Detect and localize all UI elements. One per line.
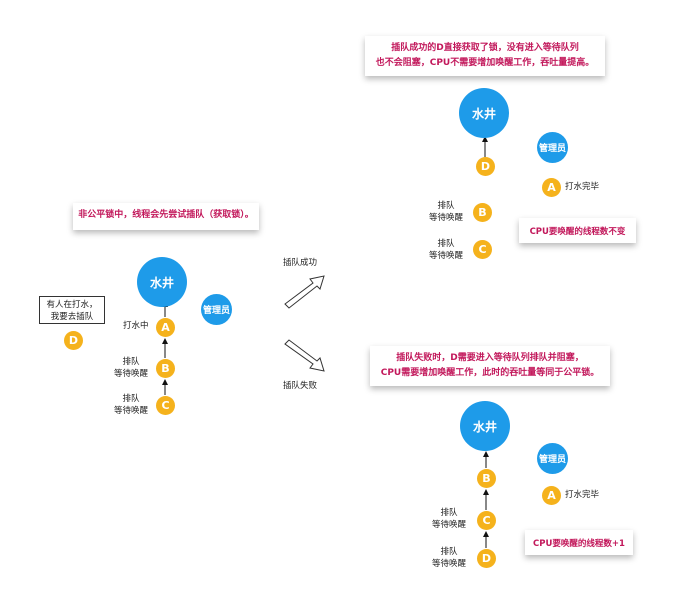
bottom-right-node-b-letter: B [482,472,491,485]
left-node-a-letter: A [161,321,170,334]
bottom-right-label-c-line2: 等待唤醒 [431,520,466,530]
left-manager-label: 管理员 [202,306,230,316]
bottom-right-node-c: C [477,511,496,530]
top-right-node-d-letter: D [480,160,491,173]
bottom-right-node-c-letter: C [482,514,491,527]
left-node-d-letter: D [68,334,79,347]
top-right-done-label: 打水完毕 [565,182,600,192]
bottom-right-well: 水井 [460,401,510,451]
bottom-right-note-line2: CPU需要增加唤醒工作，此时的吞吐量等同于公平锁。 [380,368,600,378]
bottom-right-status: CPU要唤醒的线程数+1 [525,530,633,555]
top-right-note-line1: 插队成功的D直接获取了锁，没有进入等待队列 [391,43,579,53]
top-right-label-b: 排队 等待唤醒 [426,200,466,224]
bottom-right-status-text: CPU要唤醒的线程数+1 [533,538,625,549]
top-right-node-a-letter: A [547,181,556,194]
top-right-label-c: 排队 等待唤醒 [426,238,466,262]
bottom-right-label-d-line1: 排队 [440,547,458,557]
success-hollow-arrow [284,275,325,309]
top-right-node-c: C [473,240,492,259]
left-label-b: 排队 等待唤醒 [111,356,151,380]
top-right-node-d: D [476,157,495,176]
bottom-right-label-d: 排队 等待唤醒 [429,546,469,570]
top-right-node-c-letter: C [478,243,487,256]
bottom-right-node-a-letter: A [547,489,556,502]
bottom-right-done-label: 打水完毕 [565,490,600,500]
left-label-c-line1: 排队 [122,394,140,404]
left-well-label: 水井 [149,275,174,290]
bottom-right-node-d-letter: D [481,552,492,565]
left-label-b-line1: 排队 [122,357,140,367]
left-node-b: B [156,359,175,378]
bottom-right-node-a: A [542,486,561,505]
success-label: 插队成功 [283,258,318,268]
bottom-right-note: 插队失败时，D需要进入等待队列排队并阻塞， CPU需要增加唤醒工作，此时的吞吐量… [370,346,610,386]
fail-label: 插队失败 [283,381,318,391]
top-right-node-a: A [542,178,561,197]
left-note: 非公平锁中，线程会先尝试插队（获取锁）。 [73,203,259,230]
left-node-a: A [156,318,175,337]
left-note-text: 非公平锁中，线程会先尝试插队（获取锁）。 [78,210,254,220]
bottom-right-node-d: D [477,549,496,568]
left-label-a: 打水中 [123,321,149,331]
top-right-label-b-line2: 等待唤醒 [428,213,463,223]
left-label-b-line2: 等待唤醒 [113,369,148,379]
left-node-c-letter: C [161,399,170,412]
left-label-c-line2: 等待唤醒 [113,406,148,416]
bottom-right-manager-label: 管理员 [538,455,566,465]
top-right-well: 水井 [459,88,509,138]
top-right-status: CPU要唤醒的线程数不变 [519,218,636,243]
top-right-label-c-line2: 等待唤醒 [428,251,463,261]
left-node-d: D [64,331,83,350]
top-right-note-line2: 也不会阻塞，CPU不需要增加唤醒工作，吞吐量提高。 [375,58,595,68]
bottom-right-note-line1: 插队失败时，D需要进入等待队列排队并阻塞， [396,353,584,363]
bottom-right-label-c-line1: 排队 [440,508,458,518]
left-speech-line2: 我要去插队 [50,312,94,322]
top-right-manager-label: 管理员 [538,144,566,154]
top-right-manager: 管理员 [537,132,568,163]
bottom-right-label-c: 排队 等待唤醒 [429,507,469,531]
left-node-b-letter: B [161,362,170,375]
left-speech-line1: 有人在打水， [46,300,98,310]
fail-hollow-arrow [284,339,325,372]
bottom-right-manager: 管理员 [537,443,568,474]
left-speech-box: 有人在打水， 我要去插队 [39,296,105,324]
bottom-right-node-b: B [477,469,496,488]
top-right-status-text: CPU要唤醒的线程数不变 [529,226,626,237]
top-right-node-b-letter: B [478,206,487,219]
left-manager: 管理员 [201,294,232,325]
left-node-c: C [156,396,175,415]
top-right-label-b-line1: 排队 [437,201,455,211]
bottom-right-label-d-line2: 等待唤醒 [431,559,466,569]
top-right-well-label: 水井 [471,106,496,121]
top-right-node-b: B [473,203,492,222]
left-well: 水井 [137,257,187,307]
top-right-note: 插队成功的D直接获取了锁，没有进入等待队列 也不会阻塞，CPU不需要增加唤醒工作… [365,36,605,76]
top-right-label-c-line1: 排队 [437,239,455,249]
left-label-c: 排队 等待唤醒 [111,393,151,417]
bottom-right-well-label: 水井 [472,419,497,434]
